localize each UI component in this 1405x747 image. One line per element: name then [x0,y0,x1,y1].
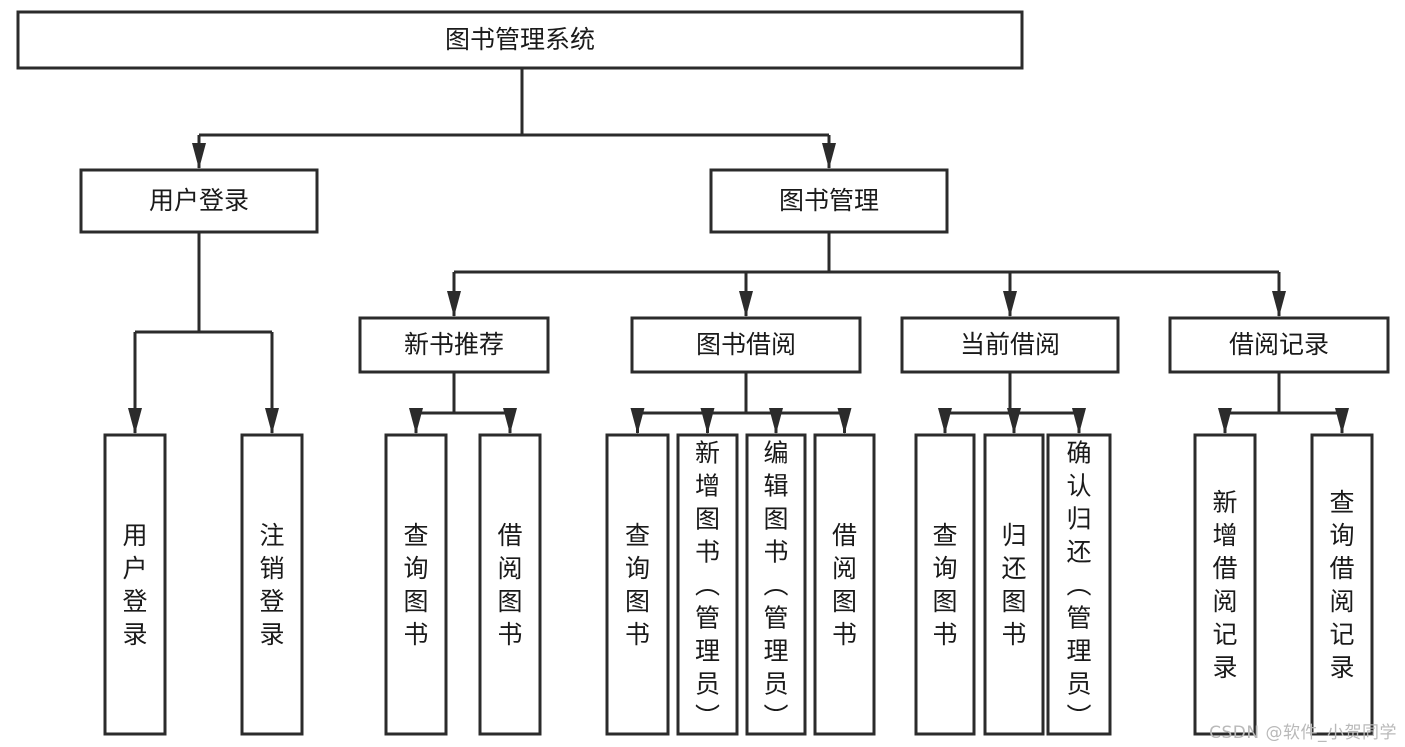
leaf-add-record-box [1193,433,1257,736]
leaf-query-book-1-box [384,433,448,736]
node-root-label: 图书管理系统 [445,25,595,54]
leaf-node[interactable]: 新增图书︵管理员︶ [676,433,739,736]
leaf-node[interactable]: 新增借阅记录 [1193,433,1257,736]
leaf-edit-book-box [745,433,807,736]
leaf-node[interactable]: 归还图书 [983,433,1045,736]
node-book-management[interactable]: 图书管理 [709,168,949,234]
leaf-user-logout-box [240,433,304,736]
leaf-edit-book-label: 编辑图书︵管理员︶ [763,439,788,732]
leaf-user-login-label: 用户登录 [122,521,147,649]
leaf-node[interactable]: 注销登录 [240,433,304,736]
node-book-borrow[interactable]: 图书借阅 [630,316,862,374]
node-new-book-recommend[interactable]: 新书推荐 [358,316,550,374]
node-new-book-recommend-box [358,316,550,374]
node-current-borrow[interactable]: 当前借阅 [900,316,1120,374]
connector-layer [128,68,1349,434]
arrow-down-icon [192,143,206,169]
leaf-node[interactable]: 确认归还︵管理员︶ [1046,433,1112,736]
leaf-query-book-3-label: 查询图书 [932,521,957,649]
leaf-query-book-1-label: 查询图书 [403,521,428,649]
leaf-node[interactable]: 借阅图书 [478,433,542,736]
leaf-confirm-return-box [1046,433,1112,736]
arrow-down-icon [447,291,461,317]
leaf-node[interactable]: 查询图书 [384,433,448,736]
node-borrow-record[interactable]: 借阅记录 [1168,316,1390,374]
arrow-down-icon [739,291,753,317]
arrow-down-icon [769,408,783,434]
leaf-node[interactable]: 用户登录 [103,433,167,736]
node-book-borrow-box [630,316,862,374]
csdn-watermark: CSDN @软件_小贺同学 [1209,723,1397,743]
leaf-add-book-label: 新增图书︵管理员︶ [695,439,720,732]
leaf-add-record-label: 新增借阅记录 [1212,488,1237,682]
leaf-borrow-book-2-box [813,433,876,736]
arrow-down-icon [630,408,645,434]
arrow-down-icon [1272,291,1286,317]
leaf-user-login-box [103,433,167,736]
arrow-down-icon [1003,291,1017,317]
node-book-management-label: 图书管理 [779,186,879,215]
node-root-box [16,10,1024,70]
leaf-borrow-book-1-box [478,433,542,736]
leaf-user-logout-label: 注销登录 [259,521,284,649]
node-current-borrow-label: 当前借阅 [960,330,1060,359]
leaf-confirm-return-label: 确认归还︵管理员︶ [1066,439,1091,732]
arrow-down-icon [938,408,952,434]
node-user-login-label: 用户登录 [149,186,249,215]
arrow-down-icon [822,143,836,169]
leaf-node[interactable]: 查询借阅记录 [1310,433,1374,736]
leaf-node[interactable]: 编辑图书︵管理员︶ [745,433,807,736]
leaf-query-record-box [1310,433,1374,736]
leaf-node[interactable]: 查询图书 [914,433,976,736]
leaf-query-book-2-label: 查询图书 [625,521,650,649]
arrow-down-icon [1007,408,1021,434]
node-user-login[interactable]: 用户登录 [79,168,319,234]
arrow-down-icon [128,408,142,434]
arrow-down-icon [837,408,852,434]
leaf-return-book-box [983,433,1045,736]
leaf-query-book-3-box [914,433,976,736]
node-book-borrow-label: 图书借阅 [696,330,796,359]
arrow-down-icon [503,408,517,434]
node-book-management-box [709,168,949,234]
leaf-node[interactable]: 查询图书 [605,433,670,736]
leaf-query-record-label: 查询借阅记录 [1329,488,1354,682]
arrow-down-icon [265,408,279,434]
arrow-down-icon [1335,408,1349,434]
arrow-down-icon [1218,408,1232,434]
arrow-down-icon [700,408,715,434]
node-current-borrow-box [900,316,1120,374]
arrow-down-icon [409,408,423,434]
node-borrow-record-box [1168,316,1390,374]
leaf-add-book-box [676,433,739,736]
node-borrow-record-label: 借阅记录 [1229,330,1329,359]
arrow-down-icon [1072,408,1086,434]
node-user-login-box [79,168,319,234]
leaf-borrow-book-1-label: 借阅图书 [497,521,522,649]
leaf-borrow-book-2-label: 借阅图书 [832,521,857,649]
leaf-query-book-2-box [605,433,670,736]
node-root[interactable]: 图书管理系统 [16,10,1024,70]
leaf-node[interactable]: 借阅图书 [813,433,876,736]
leaf-return-book-label: 归还图书 [1001,521,1026,649]
node-new-book-recommend-label: 新书推荐 [404,330,504,359]
node-layer: 图书管理系统用户登录图书管理新书推荐图书借阅当前借阅借阅记录用户登录注销登录查询… [16,10,1390,736]
